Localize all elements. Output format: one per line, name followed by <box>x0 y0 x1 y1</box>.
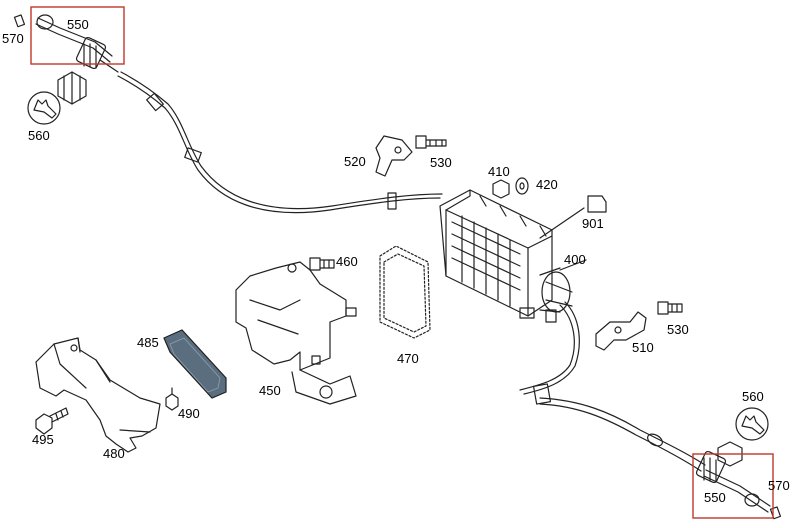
nut-bottom-right <box>717 441 743 467</box>
label-570-top: 570 <box>2 31 24 46</box>
bracket-480 <box>35 337 161 453</box>
label-480: 480 <box>103 446 125 461</box>
bracket-450 <box>235 261 357 405</box>
bolt-530-right <box>657 301 683 315</box>
connector-901 <box>539 195 607 239</box>
label-570-bottom: 570 <box>768 478 790 493</box>
label-510: 510 <box>632 340 654 355</box>
adjuster-bottom-550 <box>695 450 771 513</box>
bolt-490 <box>165 387 179 411</box>
cover-470 <box>379 245 431 339</box>
bracket-510 <box>595 311 647 351</box>
wrench-icon-560-bottom <box>735 407 769 441</box>
bracket-520 <box>375 135 413 177</box>
bolt-460 <box>309 257 335 271</box>
clip-570-top <box>13 14 26 28</box>
nut-top-left <box>57 71 87 105</box>
bolt-530-top <box>415 135 447 149</box>
leader-400 <box>559 259 587 271</box>
plate-485 <box>163 329 227 399</box>
label-470: 470 <box>397 351 419 366</box>
highlight-box-bottom <box>692 453 774 519</box>
label-490: 490 <box>178 406 200 421</box>
label-520: 520 <box>344 154 366 169</box>
label-550-top: 550 <box>67 17 89 32</box>
label-485: 485 <box>137 335 159 350</box>
label-901: 901 <box>582 216 604 231</box>
label-420: 420 <box>536 177 558 192</box>
highlight-box-top <box>30 6 125 65</box>
label-400: 400 <box>564 252 586 267</box>
label-530-right: 530 <box>667 322 689 337</box>
washer-420 <box>515 177 529 195</box>
parking-brake-cable <box>117 71 706 472</box>
label-410: 410 <box>488 164 510 179</box>
nut-410 <box>492 179 510 199</box>
label-560-top: 560 <box>28 128 50 143</box>
label-495: 495 <box>32 432 54 447</box>
brake-actuator-400 <box>439 189 573 323</box>
label-460: 460 <box>336 254 358 269</box>
bolt-495 <box>35 407 69 435</box>
clip-570-bottom <box>769 506 782 520</box>
label-560-bottom: 560 <box>742 389 764 404</box>
label-530-top: 530 <box>430 155 452 170</box>
label-450: 450 <box>259 383 281 398</box>
wrench-icon-560-top <box>27 91 61 125</box>
label-550-bottom: 550 <box>704 490 726 505</box>
